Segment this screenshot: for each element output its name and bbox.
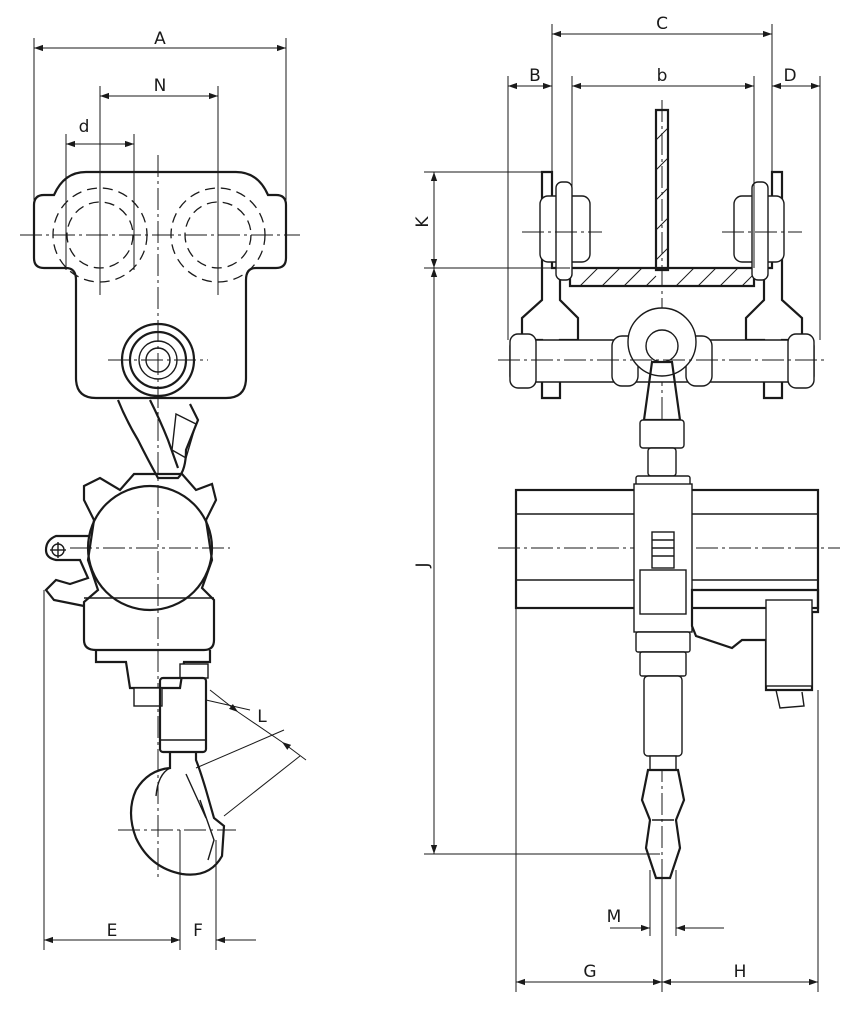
bottom-hook — [129, 752, 226, 876]
dim-label-F: F — [193, 921, 203, 941]
dim-label-J: J — [413, 562, 433, 568]
dim-label-b: b — [657, 66, 668, 86]
dim-label-M: M — [607, 907, 622, 927]
top-hook — [116, 399, 200, 480]
front-view: C B b D K J M G H — [413, 14, 840, 992]
dim-label-G: G — [583, 962, 596, 982]
dim-label-D: D — [783, 66, 796, 86]
hoist-body-side — [82, 472, 218, 652]
dim-label-d: d — [79, 117, 90, 137]
dim-label-N: N — [154, 76, 167, 96]
dim-label-K: K — [413, 216, 433, 228]
dim-label-C: C — [656, 14, 668, 34]
trolley-side-plate — [32, 170, 288, 400]
dim-label-L: L — [257, 707, 267, 727]
control-handle — [44, 534, 90, 608]
dim-label-B: B — [529, 66, 541, 86]
side-view: A N d E F L — [20, 29, 307, 950]
lower-block — [643, 675, 683, 757]
front-bottom-hook — [640, 768, 686, 880]
dim-label-H: H — [734, 962, 747, 982]
beam-web — [654, 108, 670, 272]
dim-label-E: E — [107, 921, 118, 941]
beam-flange — [568, 266, 756, 288]
dim-label-A: A — [154, 29, 166, 49]
chain-guide — [158, 676, 208, 754]
